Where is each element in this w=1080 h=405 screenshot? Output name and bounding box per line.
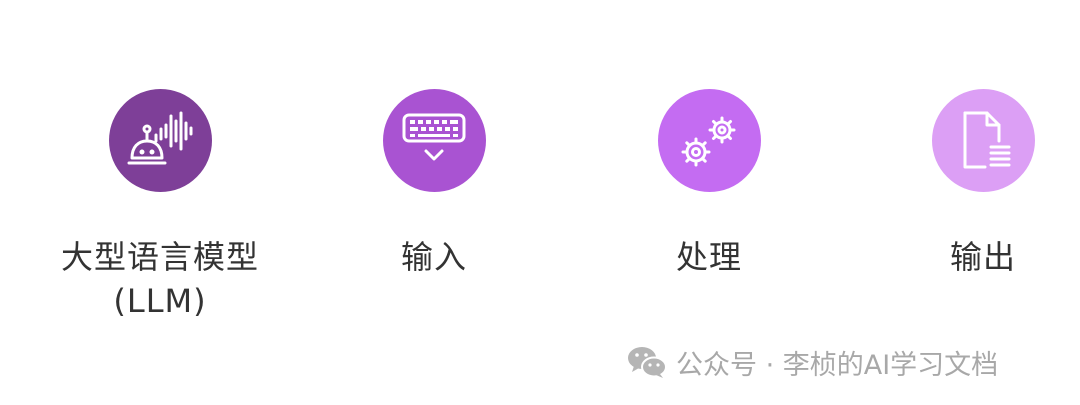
process-label: 处理 xyxy=(676,235,742,279)
watermark-text: 公众号 · 李桢的AI学习文档 xyxy=(676,349,999,381)
step-input: 输入 xyxy=(304,89,564,279)
watermark: 公众号 · 李桢的AI学习文档 xyxy=(626,340,998,384)
gears-icon xyxy=(681,116,736,166)
output-label: 输出 xyxy=(950,235,1016,279)
llm-label: 大型语言模型 (LLM) xyxy=(61,235,259,323)
robot-soundwave-icon xyxy=(127,111,193,164)
output-label-text: 输出 xyxy=(949,238,1016,276)
keyboard-icon xyxy=(402,113,466,160)
step-llm: 大型语言模型 (LLM) xyxy=(30,89,290,323)
input-circle xyxy=(382,89,486,192)
llm-circle xyxy=(108,89,212,192)
output-circle xyxy=(931,89,1035,192)
process-label-text: 处理 xyxy=(675,238,742,276)
input-label-text: 输入 xyxy=(400,238,467,276)
document-icon xyxy=(963,111,1011,168)
wechat-icon xyxy=(628,347,667,378)
step-output: 输出 xyxy=(853,89,1080,279)
process-circle xyxy=(657,89,761,192)
input-label: 输入 xyxy=(401,235,467,279)
llm-label-line2: (LLM) xyxy=(113,282,207,320)
llm-label-line1: 大型语言模型 xyxy=(60,238,259,276)
step-process: 处理 xyxy=(579,89,839,279)
